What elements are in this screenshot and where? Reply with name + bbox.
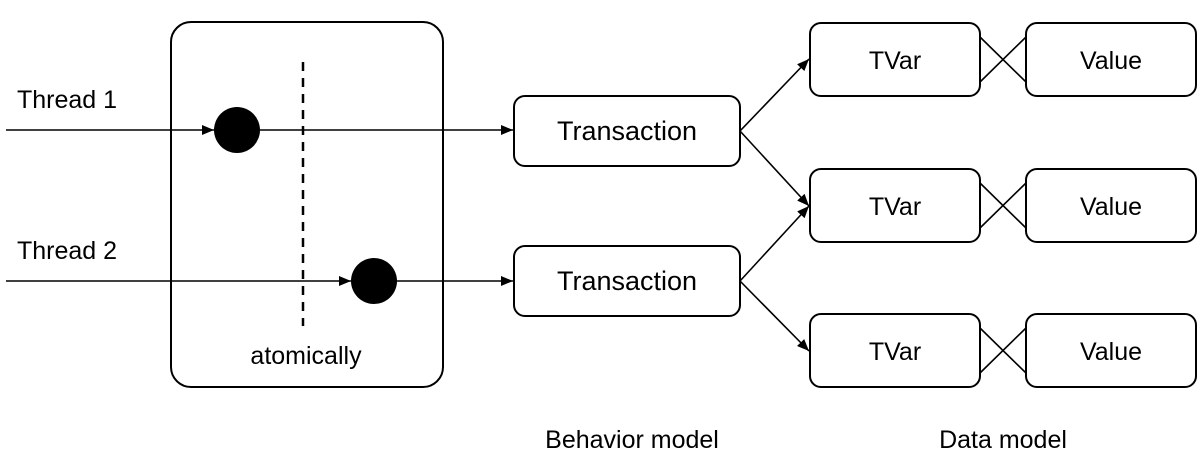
transaction-2-to-tvar-3-arrow [739,280,810,352]
tvar-2-value-link-b [979,182,1027,229]
tvar-1-label: TVar [869,47,921,75]
tvar-1-value-link-b [979,36,1027,83]
tvar-3-value-link-b [979,327,1027,374]
thread-1-point [214,107,260,153]
thread-1-label: Thread 1 [17,86,117,114]
transaction-1-label: Transaction [557,116,697,146]
tvar-2-label: TVar [869,193,921,221]
transaction-1-to-tvar-1-arrow [739,58,810,132]
data-model-caption: Data model [939,426,1067,454]
transaction-2-label: Transaction [557,266,697,296]
tvar-3-box [809,313,981,388]
atomically-label: atomically [250,342,362,370]
tvar-2-box [809,168,981,243]
value-1-box [1025,22,1197,97]
atomically-block [170,21,444,388]
transaction-1-to-tvar-2-arrow [739,130,810,207]
value-2-box [1025,168,1197,243]
behavior-model-caption: Behavior model [545,426,719,454]
thread-2-point [351,258,397,304]
thread-2-label: Thread 2 [17,237,117,265]
value-3-box [1025,313,1197,388]
value-2-label: Value [1080,193,1142,221]
value-1-label: Value [1080,47,1142,75]
tvar-3-label: TVar [869,338,921,366]
tvar-1-box [809,22,981,97]
value-3-label: Value [1080,338,1142,366]
transaction-2-to-tvar-2-arrow [739,205,810,282]
